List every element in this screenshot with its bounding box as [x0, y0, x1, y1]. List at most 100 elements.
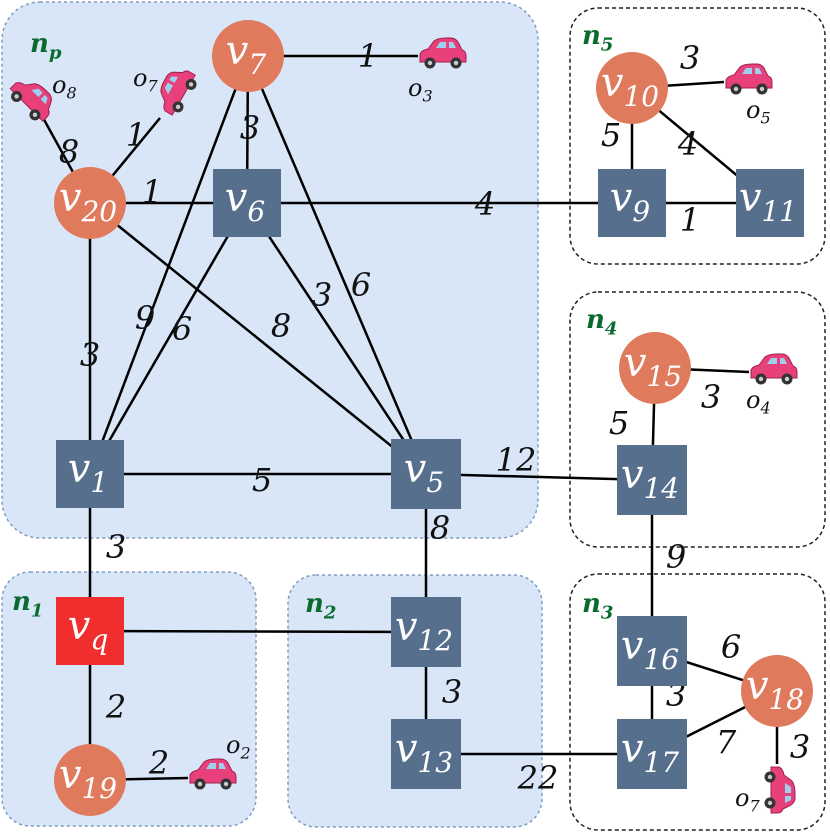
- node-shape-v10: [596, 52, 668, 124]
- node-v17: v17: [617, 719, 687, 789]
- node-shape-v16: [617, 616, 687, 686]
- node-shape-v1: [56, 440, 124, 508]
- edge-weight-v20-o8: 8: [59, 133, 79, 171]
- node-v11: v11: [736, 169, 804, 237]
- car-label-o3: o3: [408, 74, 433, 106]
- edge-weight-v15-v14: 5: [609, 404, 629, 442]
- car-icon: [419, 37, 467, 69]
- node-shape-vq: [56, 597, 124, 665]
- edge-weight-v20-o7a: 1: [126, 116, 146, 154]
- edge-weight-v5-v14: 12: [496, 441, 537, 479]
- node-label-vq: vq: [68, 603, 109, 656]
- node-v6: v6: [213, 169, 281, 237]
- edge-v7-v5: [246, 55, 428, 475]
- edge-v7-v1: [88, 55, 250, 475]
- node-label-v20: v20: [59, 175, 117, 228]
- edge-weight-v17-v18: 7: [716, 723, 737, 761]
- car-icon: [160, 70, 197, 116]
- node-shape-v11: [736, 169, 804, 237]
- node-v7: v7: [212, 20, 284, 92]
- edge-weight-v10-v9: 5: [601, 116, 621, 154]
- node-shape-v12: [391, 597, 461, 667]
- region-label-n2: n2: [305, 589, 336, 623]
- node-label-v18: v18: [746, 663, 804, 716]
- edge-weight-v7-v5: 6: [351, 266, 371, 304]
- node-v18: v18: [741, 655, 813, 727]
- edge-weight-v5-v12: 8: [430, 509, 450, 547]
- car-label-o5: o5: [746, 96, 771, 128]
- node-label-v11: v11: [739, 175, 797, 228]
- node-v20: v20: [54, 167, 126, 239]
- node-v16: v16: [617, 616, 687, 686]
- node-label-v7: v7: [226, 28, 267, 81]
- node-vq: vq: [56, 597, 124, 665]
- node-shape-v18: [741, 655, 813, 727]
- region-label-n3: n3: [582, 589, 613, 623]
- region-label-n1: n1: [12, 587, 43, 621]
- node-label-v6: v6: [225, 175, 265, 228]
- node-label-v16: v16: [621, 623, 679, 676]
- node-v1: v1: [56, 440, 124, 508]
- node-label-v19: v19: [59, 752, 117, 805]
- edge-weight-v15-o4: 3: [701, 378, 721, 416]
- region-label-np: np: [30, 29, 62, 63]
- node-label-v17: v17: [621, 726, 679, 779]
- edge-weight-v20-v6: 1: [142, 173, 162, 211]
- region-label-n4: n4: [586, 305, 617, 339]
- node-shape-v9: [598, 169, 666, 237]
- node-v9: v9: [598, 169, 666, 237]
- edge-vq-v12: [89, 629, 427, 634]
- car-icon: [9, 82, 52, 122]
- edge-weight-v7-v1: 9: [135, 299, 155, 337]
- edge-weight-v19-o2: 2: [148, 744, 169, 782]
- node-v12: v12: [391, 597, 461, 667]
- car-label-o8: o8: [52, 71, 77, 103]
- node-v14: v14: [617, 445, 687, 515]
- edge-weight-v16-v18: 6: [721, 628, 741, 666]
- node-shape-v20: [54, 167, 126, 239]
- car-label-o7a: o7: [133, 64, 158, 96]
- node-label-v5: v5: [404, 446, 444, 499]
- car-label-o4: o4: [746, 386, 771, 418]
- node-label-v14: v14: [621, 452, 679, 505]
- car-label-o7b: o7: [735, 784, 760, 816]
- edge-weight-v20-v1: 3: [80, 336, 100, 374]
- node-shape-v5: [391, 439, 461, 509]
- node-label-v1: v1: [68, 446, 108, 499]
- node-v15: v15: [619, 332, 691, 404]
- edge-weight-v6-v5: 3: [312, 276, 332, 314]
- edge-weight-v1-vq: 3: [106, 528, 126, 566]
- node-v13: v13: [391, 719, 461, 789]
- node-label-v13: v13: [395, 726, 453, 779]
- edge-weight-v20-v5: 8: [271, 307, 291, 345]
- node-shape-v14: [617, 445, 687, 515]
- edge-weight-vq-v19: 2: [105, 688, 126, 726]
- edge-weight-v1-v5: 5: [252, 461, 272, 499]
- car-icon: [750, 353, 798, 385]
- node-label-v9: v9: [610, 175, 650, 228]
- car-icon: [725, 63, 773, 95]
- node-label-v15: v15: [624, 340, 682, 393]
- node-label-v12: v12: [395, 604, 453, 657]
- car-icon: [764, 766, 796, 814]
- edge-v6-v1: [88, 202, 249, 475]
- edge-weight-v6-v1: 6: [172, 310, 192, 348]
- edge-weight-v7-v6: 3: [240, 109, 260, 147]
- edge-weight-v13-v17: 22: [517, 759, 559, 797]
- edge-weight-v18-o7b: 3: [790, 728, 810, 766]
- node-label-v10: v10: [601, 60, 659, 113]
- edge-v6-v5: [245, 202, 428, 475]
- region-np: [1, 1, 539, 539]
- node-shape-v17: [617, 719, 687, 789]
- node-shape-v7: [212, 20, 284, 92]
- node-shape-v6: [213, 169, 281, 237]
- node-shape-v19: [54, 744, 126, 816]
- edge-v5-v14: [425, 472, 653, 482]
- node-shape-v15: [619, 332, 691, 404]
- edge-weight-v10-v11: 4: [677, 125, 698, 163]
- node-shape-v13: [391, 719, 461, 789]
- edge-weight-v12-v13: 3: [442, 673, 462, 711]
- edge-weight-v14-v16: 9: [666, 538, 686, 576]
- car-icon: [189, 758, 237, 790]
